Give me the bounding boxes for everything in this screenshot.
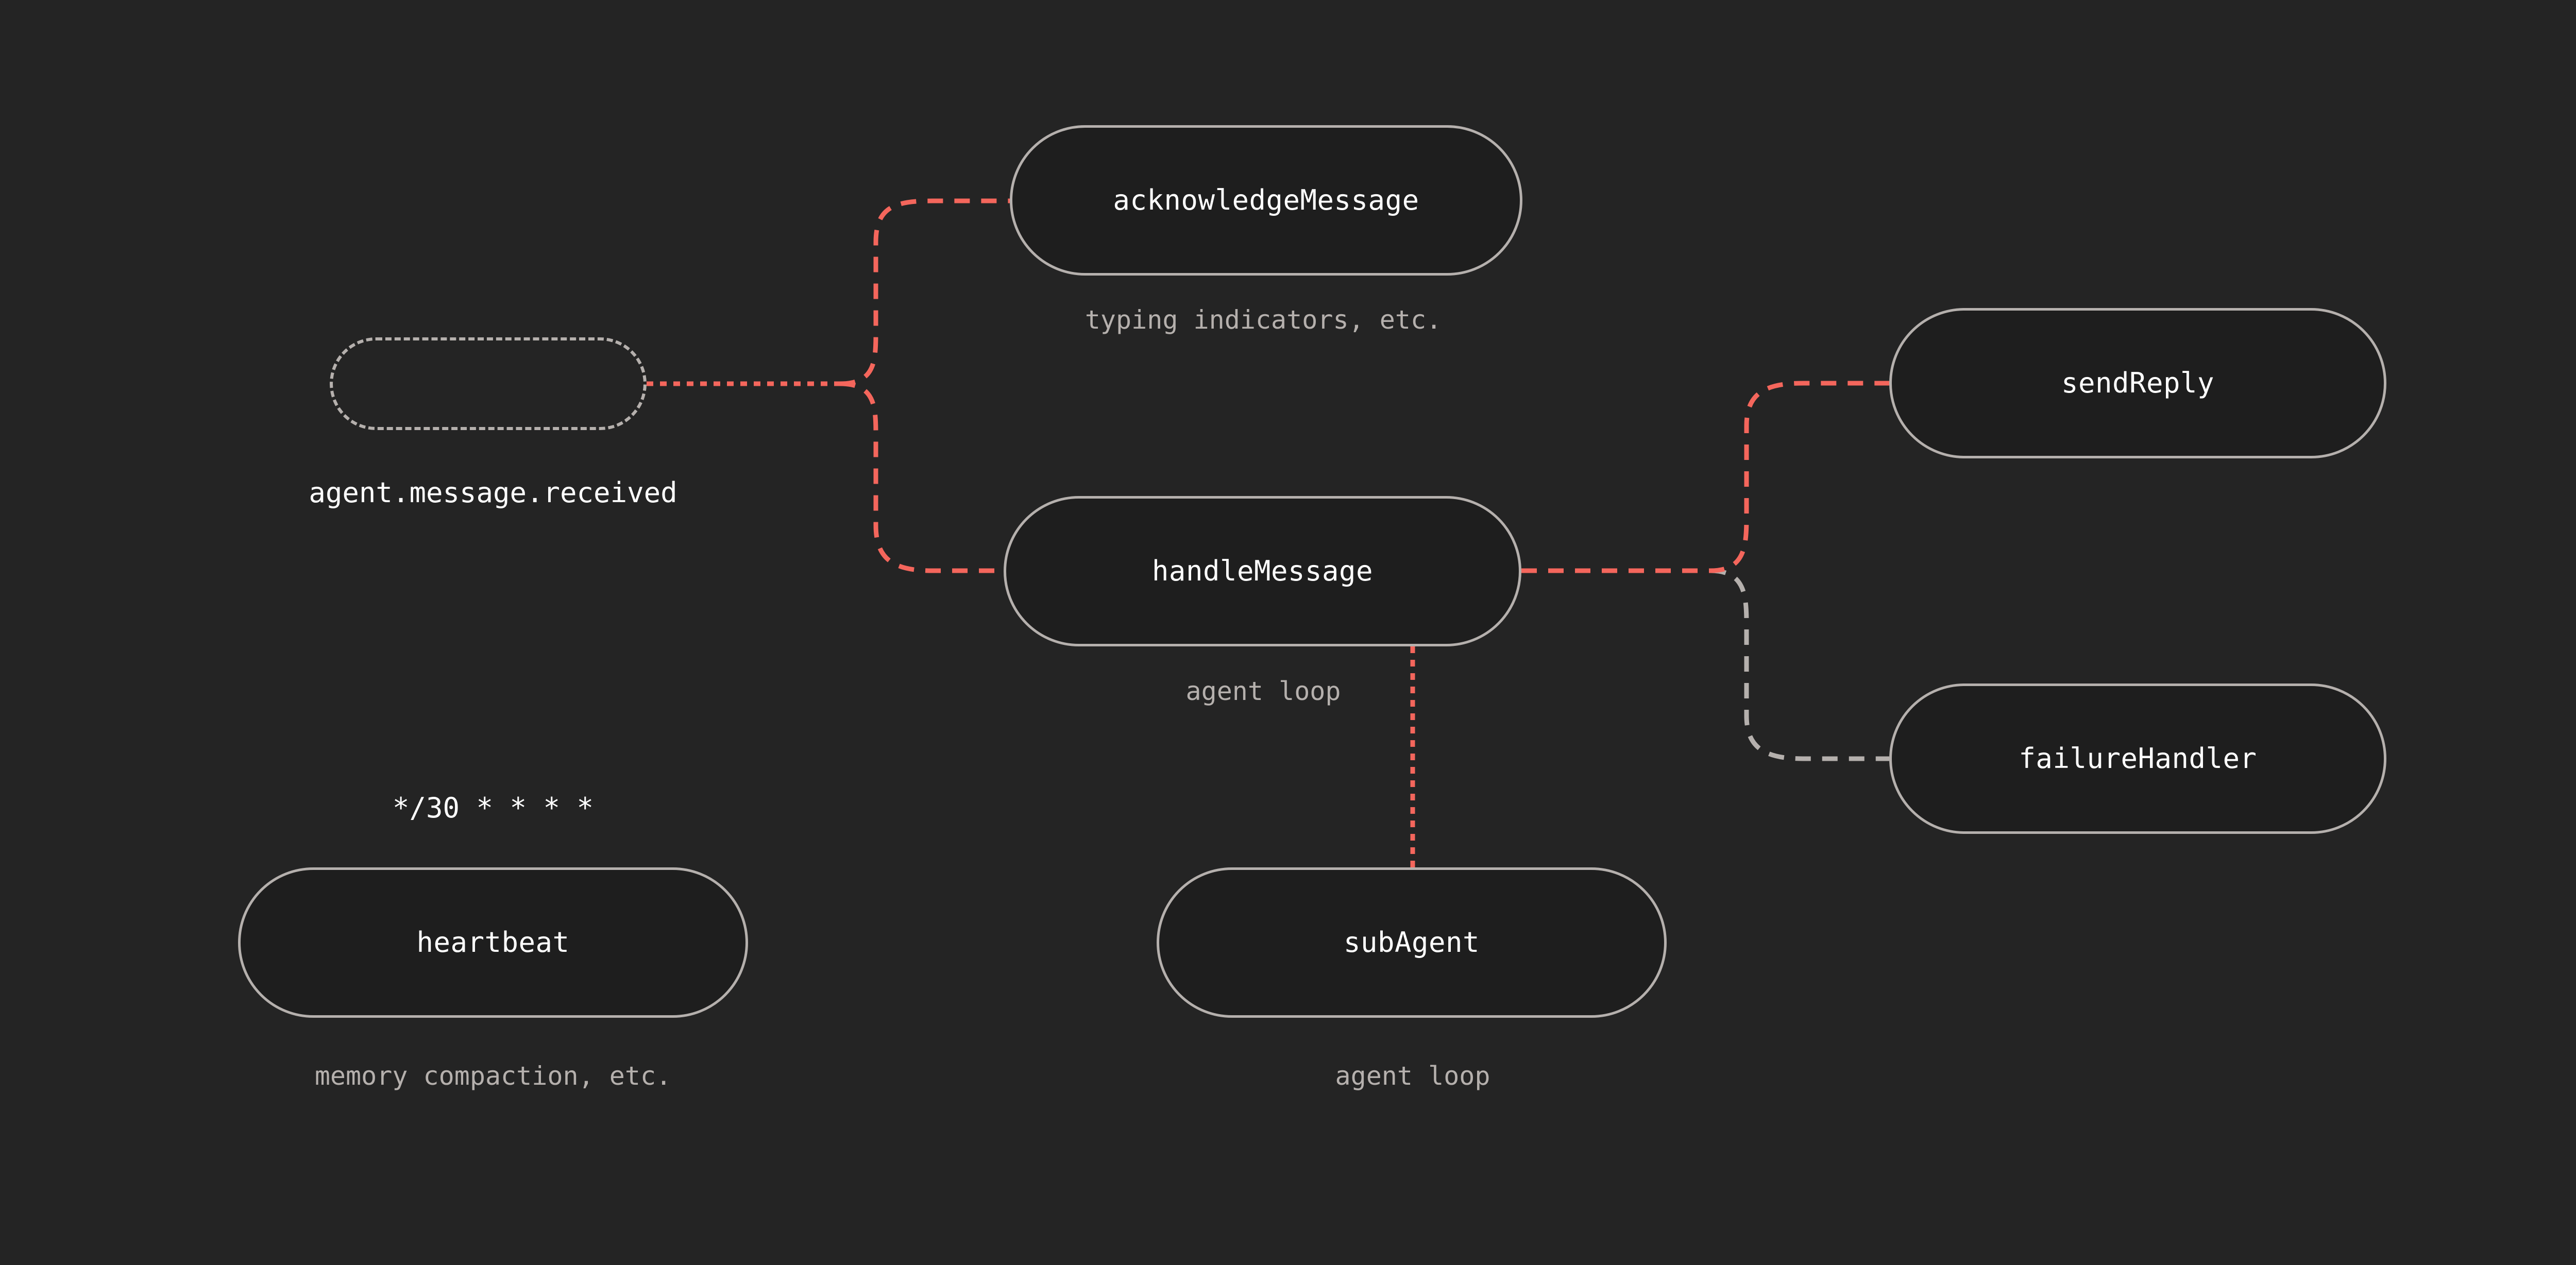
edge-fork-to-acknowledge: [839, 198, 1010, 386]
node-failure-handler[interactable]: failureHandler: [1889, 683, 2386, 834]
node-send-reply[interactable]: sendReply: [1889, 308, 2386, 458]
node-failure-handler-label: failureHandler: [2019, 742, 2257, 775]
node-acknowledge-message-label: acknowledgeMessage: [1113, 184, 1419, 216]
node-sub-agent[interactable]: subAgent: [1157, 867, 1667, 1018]
caption-handle-message: agent loop: [1185, 676, 1341, 706]
node-sub-agent-label: subAgent: [1343, 926, 1480, 959]
edge-handle-to-send-reply: [1521, 381, 1889, 573]
node-acknowledge-message[interactable]: acknowledgeMessage: [1010, 125, 1522, 276]
node-handle-message[interactable]: handleMessage: [1004, 496, 1521, 646]
caption-sub-agent: agent loop: [1335, 1061, 1490, 1091]
node-heartbeat[interactable]: heartbeat: [238, 867, 748, 1018]
node-send-reply-label: sendReply: [2061, 367, 2215, 399]
node-trigger-agent-message-received[interactable]: [330, 337, 647, 430]
heartbeat-cron-schedule: */30 * * * *: [392, 792, 594, 824]
caption-acknowledge-message: typing indicators, etc.: [1084, 305, 1442, 335]
edge-fork-to-handle: [839, 381, 1004, 573]
caption-heartbeat: memory compaction, etc.: [314, 1061, 672, 1091]
node-heartbeat-label: heartbeat: [416, 926, 570, 959]
trigger-node-name: agent.message.received: [309, 476, 677, 509]
node-handle-message-label: handleMessage: [1151, 555, 1374, 587]
edge-handle-to-failure-handler: [1710, 568, 1889, 761]
